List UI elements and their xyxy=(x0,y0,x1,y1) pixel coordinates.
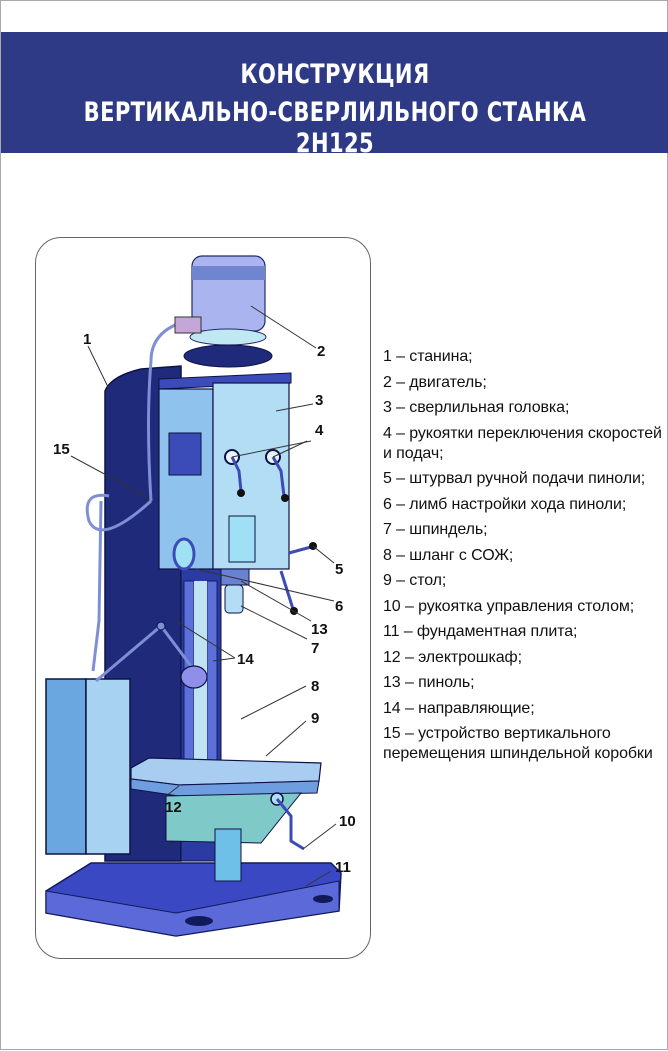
lamp-icon xyxy=(180,665,208,689)
callout-2: 2 xyxy=(317,343,325,360)
callout-15: 15 xyxy=(53,441,70,458)
callout-4: 4 xyxy=(315,422,324,439)
legend-item: 15 – устройство вертикального перемещени… xyxy=(383,725,653,762)
legend-item: 7 – шпиндель; xyxy=(383,521,488,538)
legend-item: 11 – фундаментная плита; xyxy=(383,623,578,640)
callout-3: 3 xyxy=(315,392,323,409)
callout-5: 5 xyxy=(335,561,343,578)
callout-8: 8 xyxy=(311,678,319,695)
electrical-cabinet xyxy=(45,678,131,855)
leader-lines xyxy=(70,305,337,887)
callout-1: 1 xyxy=(83,331,91,348)
callout-11: 11 xyxy=(335,859,351,876)
callout-10: 10 xyxy=(339,813,356,830)
title-line-2: ВЕРТИКАЛЬНО-СВЕРЛИЛЬНОГО СТАНКА 2Н125 xyxy=(83,97,587,159)
motor xyxy=(174,255,273,368)
legend-item: 9 – стол; xyxy=(383,572,447,589)
header-band xyxy=(1,32,668,153)
drilling-head xyxy=(158,372,317,615)
legend-item: 6 – лимб настройки хода пиноли; xyxy=(383,495,627,513)
base-plate xyxy=(45,862,342,937)
legend-item: 4 – рукоятки переключения скоростей и по… xyxy=(383,424,662,462)
title-line-1: КОНСТРУКЦИЯ xyxy=(240,59,430,90)
legend-item: 5 – штурвал ручной подачи пиноли; xyxy=(383,470,646,487)
callout-7: 7 xyxy=(311,640,319,657)
callout-6: 6 xyxy=(335,598,343,615)
legend-item: 12 – электрошкаф; xyxy=(383,648,522,666)
callout-12: 12 xyxy=(165,799,182,816)
legend-item: 14 – направляющие; xyxy=(383,699,535,717)
callout-13: 13 xyxy=(311,621,328,638)
legend-item: 13 – пиноль; xyxy=(383,674,475,691)
callout-9: 9 xyxy=(311,710,319,727)
legend-item: 10 – рукоятка управления столом; xyxy=(383,597,635,615)
legend-item: 8 – шланг с СОЖ; xyxy=(383,546,514,564)
legend-item: 2 – двигатель; xyxy=(383,373,487,391)
legend-item: 3 – сверлильная головка; xyxy=(383,399,570,416)
table xyxy=(130,757,322,882)
parts-legend: 1 – станина; 2 – двигатель; 3 – сверлиль… xyxy=(383,347,663,770)
legend-item: 1 – станина; xyxy=(383,348,473,365)
callout-14: 14 xyxy=(237,651,254,668)
